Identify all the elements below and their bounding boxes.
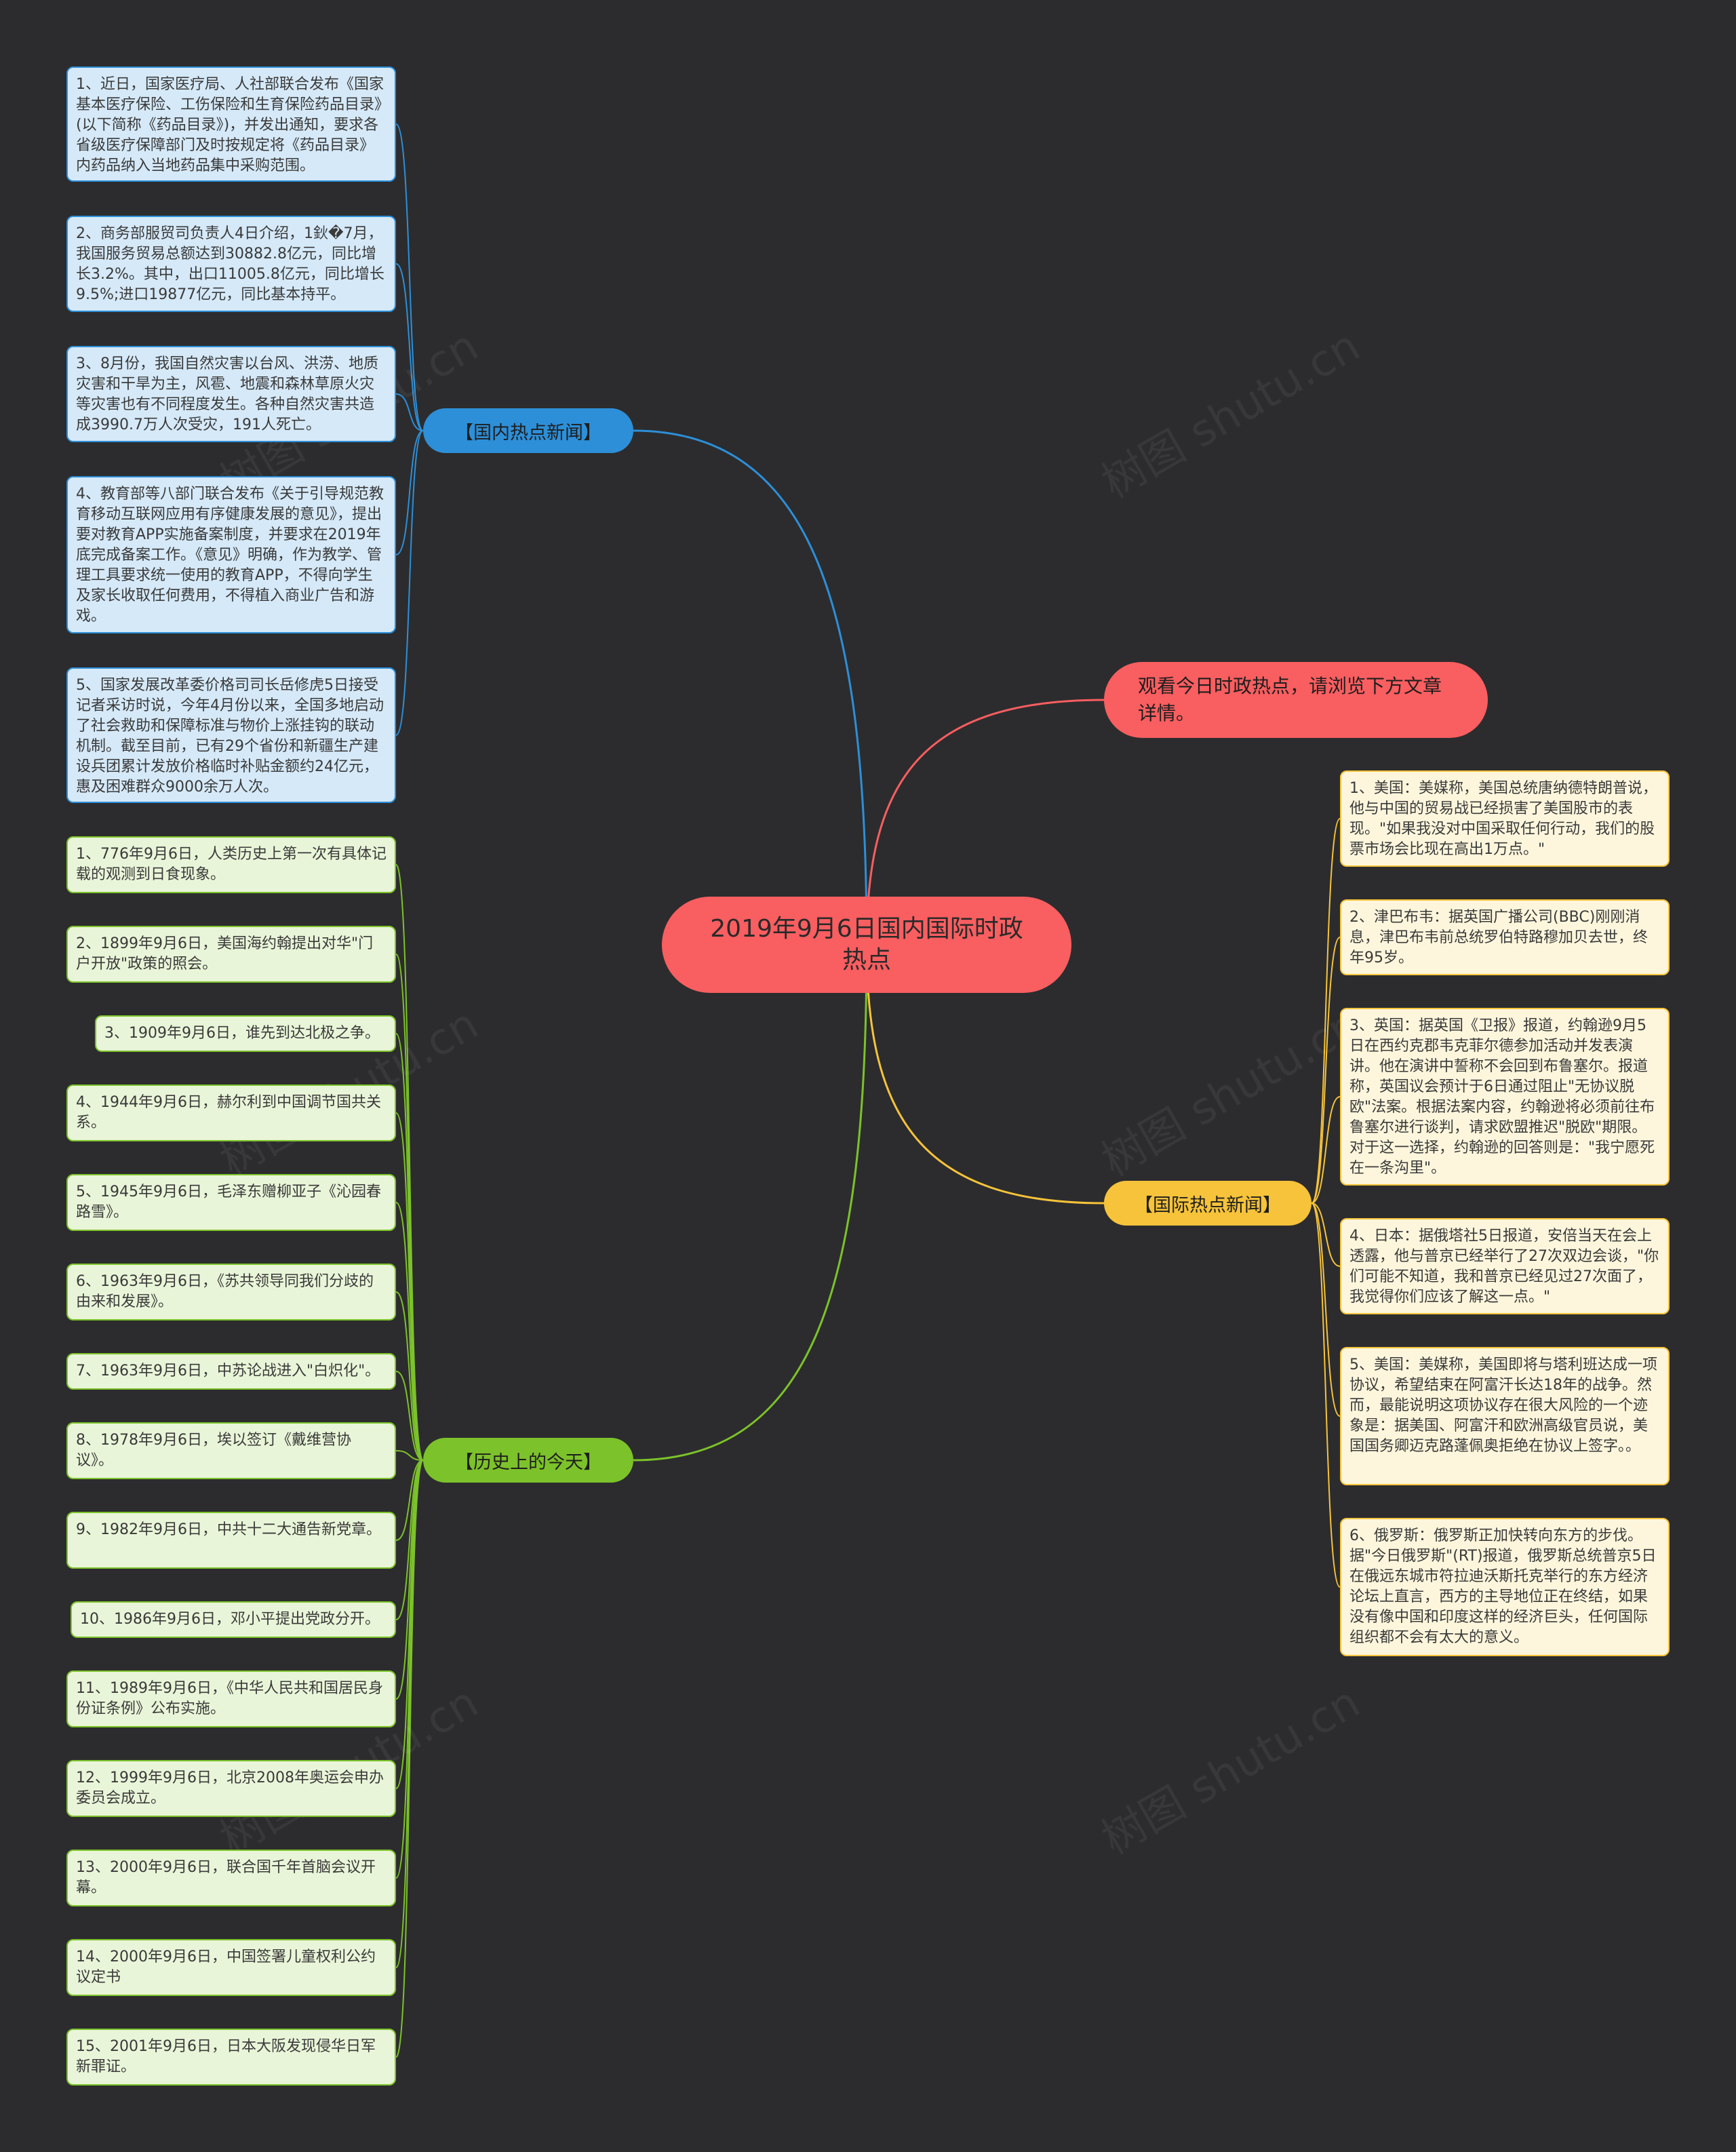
edge-history-leaf <box>395 1460 424 2058</box>
history-item[interactable]: 5、1945年9月6日，毛泽东赠柳亚子《沁园春路雪》。 <box>66 1174 396 1231</box>
domestic-item[interactable]: 5、国家发展改革委价格司司长岳修虎5日接受记者采访时说，今年4月份以来，全国多地… <box>66 667 396 803</box>
history-item[interactable]: 10、1986年9月6日，邓小平提出党政分开。 <box>71 1601 396 1638</box>
branch-history-today[interactable]: 【历史上的今天】 <box>423 1438 633 1483</box>
edge-international-leaf <box>1311 1202 1341 1267</box>
history-item[interactable]: 2、1899年9月6日，美国海约翰提出对华"门户开放"政策的照会。 <box>66 926 396 983</box>
history-item[interactable]: 6、1963年9月6日，《苏共领导同我们分歧的由来和发展》。 <box>66 1264 396 1320</box>
edge-history-leaf <box>395 1460 424 1879</box>
history-item[interactable]: 9、1982年9月6日，中共十二大通告新党章。 <box>66 1512 396 1569</box>
edge-root-tip <box>865 699 1105 945</box>
edge-history-leaf <box>395 1460 424 1541</box>
branch-international-news[interactable]: 【国际热点新闻】 <box>1104 1181 1311 1226</box>
edge-domestic-leaf <box>395 430 424 555</box>
edge-history-leaf <box>395 1033 424 1461</box>
edge-history-leaf <box>395 1460 424 1700</box>
edge-history-leaf <box>395 1202 424 1461</box>
edge-root-international <box>865 944 1105 1205</box>
edge-root-history <box>633 944 868 1462</box>
history-item[interactable]: 7、1963年9月6日，中苏论战进入"白炽化"。 <box>66 1353 396 1390</box>
international-item[interactable]: 1、美国：美媒称，美国总统唐纳德特朗普说，他与中国的贸易战已经损害了美国股市的表… <box>1340 770 1670 867</box>
international-item[interactable]: 4、日本：据俄塔社5日报道，安倍当天在会上透露，他与普京已经举行了27次双边会谈… <box>1340 1218 1670 1314</box>
edge-international-leaf <box>1311 937 1341 1204</box>
history-item[interactable]: 13、2000年9月6日，联合国千年首脑会议开幕。 <box>66 1850 396 1906</box>
edge-domestic-leaf <box>395 393 424 431</box>
history-item[interactable]: 8、1978年9月6日，埃以签订《戴维营协议》。 <box>66 1422 396 1479</box>
edge-international-leaf <box>1311 1202 1341 1588</box>
international-item[interactable]: 3、英国：据英国《卫报》报道，约翰逊9月5日在西约克郡韦克菲尔德参加活动并发表演… <box>1340 1008 1670 1186</box>
edge-history-leaf <box>395 1450 424 1461</box>
edge-history-leaf <box>395 1112 424 1461</box>
edge-history-leaf <box>395 1291 424 1461</box>
edge-domestic-leaf <box>395 123 424 431</box>
branch-domestic-news[interactable]: 【国内热点新闻】 <box>423 408 633 453</box>
history-item[interactable]: 14、2000年9月6日，中国签署儿童权利公约议定书 <box>66 1939 396 1996</box>
history-item[interactable]: 15、2001年9月6日，日本大阪发现侵华日军新罪证。 <box>66 2029 396 2086</box>
history-item[interactable]: 11、1989年9月6日，《中华人民共和国居民身份证条例》公布实施。 <box>66 1670 396 1727</box>
history-item[interactable]: 3、1909年9月6日，谁先到达北极之争。 <box>95 1015 396 1052</box>
edge-international-leaf <box>1311 1202 1341 1417</box>
international-item[interactable]: 6、俄罗斯：俄罗斯正加快转向东方的步伐。据"今日俄罗斯"(RT)报道，俄罗斯总统… <box>1340 1518 1670 1656</box>
edge-international-leaf <box>1311 818 1341 1204</box>
domestic-item[interactable]: 4、教育部等八部门联合发布《关于引导规范教育移动互联网应用有序健康发展的意见》，… <box>66 476 396 633</box>
history-item[interactable]: 1、776年9月6日，人类历史上第一次有具体记载的观测到日食现象。 <box>66 836 396 893</box>
edge-domestic-leaf <box>395 263 424 431</box>
domestic-item[interactable]: 2、商务部服贸司负责人4日介绍，1鈥�7月，我国服务贸易总额达到30882.8亿… <box>66 216 396 312</box>
international-item[interactable]: 2、津巴布韦：据英国广播公司(BBC)刚刚消息，津巴布韦前总统罗伯特路穆加贝去世… <box>1340 899 1670 975</box>
edge-international-leaf <box>1311 1096 1341 1204</box>
edge-root-domestic <box>633 429 868 945</box>
edge-domestic-leaf <box>395 430 424 736</box>
history-item[interactable]: 4、1944年9月6日，赫尔利到中国调节国共关系。 <box>66 1084 396 1141</box>
branch-tip[interactable]: 观看今日时政热点，请浏览下方文章详情。 <box>1104 662 1488 738</box>
edge-history-leaf <box>395 1460 424 1620</box>
history-item[interactable]: 12、1999年9月6日，北京2008年奥运会申办委员会成立。 <box>66 1760 396 1817</box>
international-item[interactable]: 5、美国：美媒称，美国即将与塔利班达成一项协议，希望结束在阿富汗长达18年的战争… <box>1340 1347 1670 1485</box>
root-topic[interactable]: 2019年9月6日国内国际时政热点 <box>662 897 1071 993</box>
domestic-item[interactable]: 3、8月份，我国自然灾害以台风、洪涝、地质灾害和干旱为主，风雹、地震和森林草原火… <box>66 346 396 442</box>
edge-history-leaf <box>395 1371 424 1461</box>
domestic-item[interactable]: 1、近日，国家医疗局、人社部联合发布《国家基本医疗保险、工伤保险和生育保险药品目… <box>66 66 396 182</box>
